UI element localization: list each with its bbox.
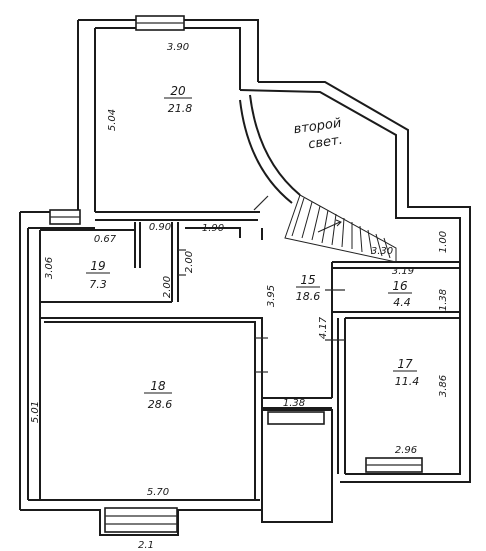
dim-label: 5.70 [147,487,169,498]
dim-label: 3.86 [438,375,449,397]
room-number: 16 [392,279,408,293]
room-area: 21.8 [168,102,193,115]
interior-walls [39,28,460,500]
dimensions: 3.90 5.04 0.67 0.90 1.90 2.00 3.06 2.00 … [30,42,449,551]
windows [49,15,423,533]
room-area: 4.4 [393,296,411,309]
room-area: 28.6 [148,398,173,411]
stair [284,194,397,263]
dim-label: 3.06 [44,257,55,279]
room-area: 18.6 [296,290,321,303]
dim-label: 0.90 [149,222,171,233]
outer-walls [19,19,471,536]
room-number: 15 [300,273,315,287]
dim-label: 1.38 [438,289,449,311]
dim-label: 2.96 [395,445,417,456]
dim-label: 2.1 [138,540,154,551]
room-area: 11.4 [395,375,420,388]
room-area: 7.3 [89,278,107,291]
dim-label: 2.00 [184,251,195,273]
dim-label: 3.30 [371,246,393,257]
second-light-note: вторoй свет. [293,116,344,153]
room-number: 17 [397,357,413,371]
dim-label: 3.90 [167,42,189,53]
dim-label: 0.67 [94,234,117,245]
dim-label: 5.01 [30,401,41,423]
door-marks [178,195,345,373]
dim-label: 1.90 [202,223,224,234]
note-line2: свет. [307,133,343,153]
room-17: 17 11.4 [393,357,419,388]
room-number: 18 [150,379,166,393]
dim-label: 1.00 [438,231,449,253]
dim-label: 3.95 [266,285,277,307]
dim-label: 2.00 [162,276,173,298]
room-16: 16 4.4 [388,279,412,309]
room-20: 20 21.8 [164,84,192,115]
dim-label: 3.19 [392,266,414,277]
room-18: 18 28.6 [144,379,172,411]
room-number: 20 [170,84,186,98]
room-15: 15 18.6 [296,273,321,303]
note-line1: вторoй [293,116,342,138]
dim-label: 1.38 [283,398,305,409]
dim-label: 4.17 [318,316,329,339]
room-number: 19 [90,259,105,273]
dim-label: 5.04 [107,109,118,131]
room-19: 19 7.3 [86,259,110,291]
